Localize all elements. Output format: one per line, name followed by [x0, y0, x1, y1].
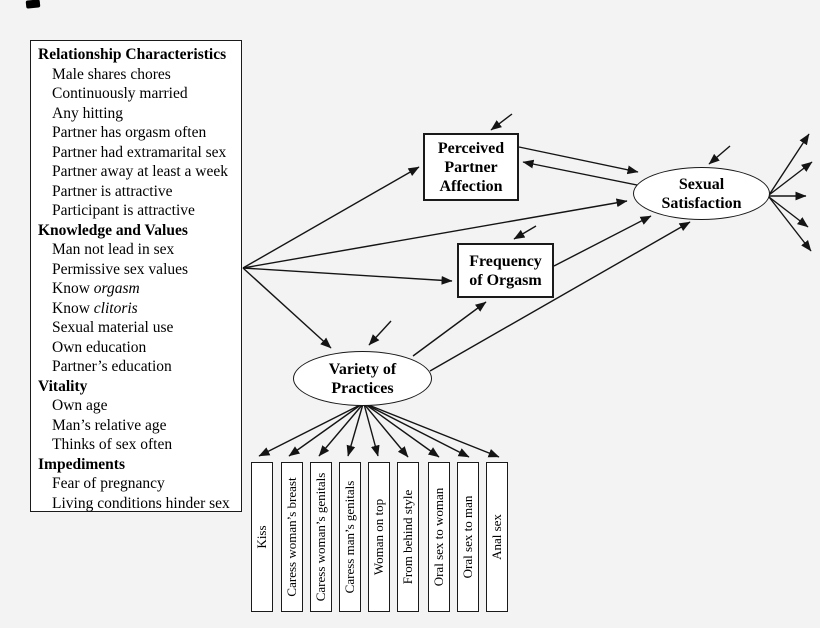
- indicator-box-caress-womans-genitals: Caress woman’s genitals: [310, 462, 332, 612]
- list-item: Partner’s education: [52, 358, 172, 375]
- loading-arrow-kiss: [258, 403, 363, 457]
- indicator-label: From behind style: [400, 489, 415, 585]
- list-item: Partner away at least a week: [52, 163, 229, 180]
- list-item: Man not lead in sex: [52, 241, 175, 258]
- loading-arrow-from-behind-style: [363, 403, 409, 458]
- loading-arrow-oral-sex-to-woman: [364, 403, 440, 458]
- edge-predictors-to-variety: [242, 267, 332, 349]
- panel-header: Impediments: [38, 455, 125, 473]
- list-item: Know clitoris: [38, 299, 237, 319]
- node-frequency-of-orgasm: Frequency of Orgasm: [457, 243, 554, 298]
- loading-arrow-anal-sex: [365, 403, 500, 458]
- list-item: Any hitting: [52, 104, 124, 122]
- list-item: Partner had extramarital sex: [52, 143, 227, 161]
- panel-header: Knowledge and Values: [38, 221, 188, 239]
- edge-predictors-to-ppa: [242, 166, 420, 269]
- loading-arrow-oral-sex-to-man: [364, 403, 470, 458]
- list-item: Participant is attractive: [52, 202, 195, 219]
- edge-predictors-to-frequency: [242, 267, 453, 285]
- list-item: Thinks of sex often: [52, 436, 173, 453]
- indicator-label: Caress man’s genitals: [342, 480, 357, 594]
- predictor-list-panel: Relationship Characteristics Male shares…: [30, 40, 242, 512]
- outcome-arrow-1: [768, 133, 810, 196]
- residual-arrow-freq: [513, 225, 537, 240]
- outcome-arrow-4: [768, 196, 809, 228]
- list-item: Living conditions hinder sex: [52, 494, 230, 512]
- indicator-label: Oral sex to man: [460, 495, 475, 579]
- list-item: Man’s relative age: [52, 416, 167, 434]
- list-item: Own age: [52, 397, 108, 414]
- list-item: Sexual material use: [52, 319, 174, 336]
- indicator-label: Anal sex: [489, 514, 504, 560]
- node-variety-of-practices: Variety of Practices: [293, 351, 432, 406]
- node-sexual-satisfaction: Sexual Satisfaction: [633, 167, 770, 220]
- node-perceived-partner-affection: Perceived Partner Affection: [423, 133, 519, 201]
- indicator-label: Caress woman’s breast: [284, 477, 299, 597]
- loading-arrow-caress-mans-genitals: [346, 403, 364, 457]
- outcome-arrow-2: [768, 161, 813, 196]
- indicator-box-caress-mans-genitals: Caress man’s genitals: [339, 462, 361, 612]
- list-item: Partner has orgasm often: [52, 124, 207, 141]
- indicator-box-from-behind-style: From behind style: [397, 462, 419, 612]
- edge-ppa-to-ss: [518, 146, 639, 175]
- list-item: Permissive sex values: [52, 260, 189, 278]
- residual-arrow-ss: [708, 145, 731, 165]
- list-item: Fear of pregnancy: [52, 475, 165, 492]
- residual-arrow-ppa: [490, 113, 513, 131]
- indicator-label: Caress woman’s genitals: [313, 472, 328, 602]
- indicator-box-anal-sex: Anal sex: [486, 462, 508, 612]
- loading-arrow-caress-womans-genitals: [318, 403, 364, 457]
- indicator-box-kiss: Kiss: [251, 462, 273, 612]
- edge-ss-to-ppa: [522, 159, 638, 186]
- edge-predictors-to-sexual-satisfaction: [242, 198, 628, 269]
- indicator-label: Woman on top: [371, 498, 386, 576]
- panel-header: Vitality: [38, 377, 88, 395]
- edge-freq-to-ss: [553, 215, 652, 267]
- list-item: Own education: [52, 338, 147, 356]
- list-item: Know orgasm: [38, 279, 237, 299]
- item-italic-word: clitoris: [93, 299, 138, 317]
- residual-arrow-variety: [368, 320, 392, 346]
- edge-variety-to-freq: [412, 301, 487, 357]
- list-item: Partner is attractive: [52, 182, 173, 200]
- outcome-arrow-5: [768, 196, 812, 252]
- item-text: Know: [52, 280, 94, 297]
- indicator-box-woman-on-top: Woman on top: [368, 462, 390, 612]
- indicator-label: Kiss: [254, 525, 269, 549]
- list-item: Male shares chores: [52, 65, 171, 83]
- panel-header: Relationship Characteristics: [38, 46, 227, 63]
- item-text: Know: [52, 299, 94, 317]
- item-italic-word: orgasm: [93, 280, 140, 297]
- indicator-box-oral-sex-to-woman: Oral sex to woman: [428, 462, 450, 612]
- indicator-box-oral-sex-to-man: Oral sex to man: [457, 462, 479, 612]
- indicator-box-caress-womans-breast: Caress woman’s breast: [281, 462, 303, 612]
- corner-artifact: [25, 0, 41, 9]
- loading-arrow-caress-womans-breast: [288, 403, 363, 457]
- list-item: Continuously married: [52, 85, 188, 102]
- loading-arrow-woman-on-top: [363, 403, 380, 457]
- indicator-label: Oral sex to woman: [431, 487, 446, 587]
